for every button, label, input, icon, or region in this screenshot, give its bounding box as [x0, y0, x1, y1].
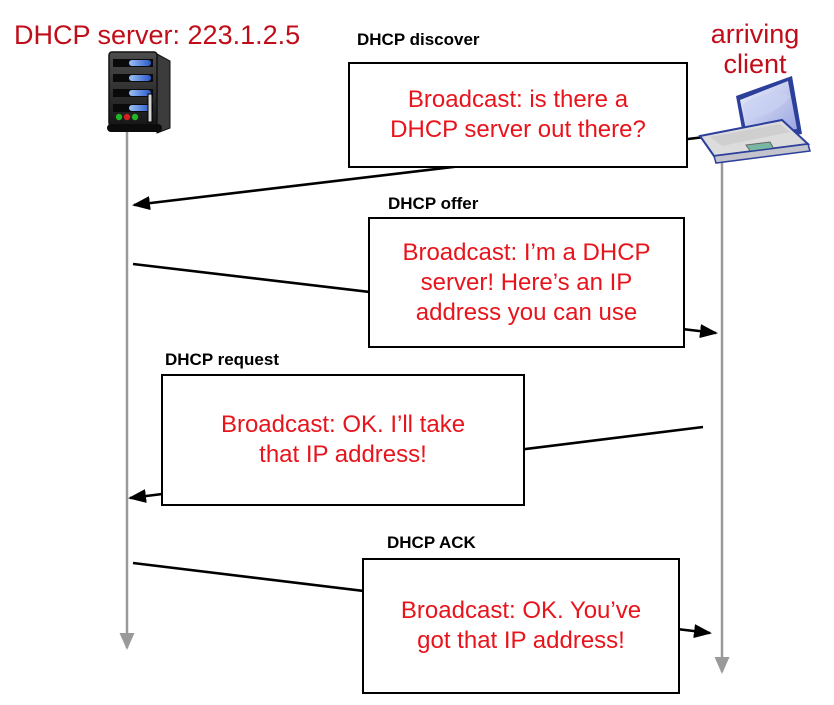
server-icon	[107, 51, 171, 134]
dhcp-offer-text: Broadcast: I’m a DHCP server! Here’s an …	[402, 238, 651, 326]
laptop-icon	[698, 76, 811, 164]
dhcp-request-label: DHCP request	[165, 350, 279, 369]
server-title: DHCP server: 223.1.2.5	[14, 20, 301, 50]
dhcp-request-box: Broadcast: OK. I’ll take that IP address…	[161, 374, 525, 506]
dhcp-ack-label: DHCP ACK	[387, 533, 476, 552]
dhcp-discover-box: Broadcast: is there a DHCP server out th…	[348, 62, 688, 168]
dhcp-discover-text: Broadcast: is there a DHCP server out th…	[390, 86, 646, 143]
dhcp-discover-label: DHCP discover	[357, 30, 480, 49]
dhcp-offer-label: DHCP offer	[388, 194, 479, 213]
dhcp-request-text: Broadcast: OK. I’ll take that IP address…	[220, 411, 466, 468]
dhcp-ack-text: Broadcast: OK. You’ve got that IP addres…	[400, 597, 642, 654]
dhcp-offer-box: Broadcast: I’m a DHCP server! Here’s an …	[368, 217, 685, 348]
dhcp-ack-box: Broadcast: OK. You’ve got that IP addres…	[362, 558, 680, 694]
client-title: arriving client	[710, 19, 800, 79]
